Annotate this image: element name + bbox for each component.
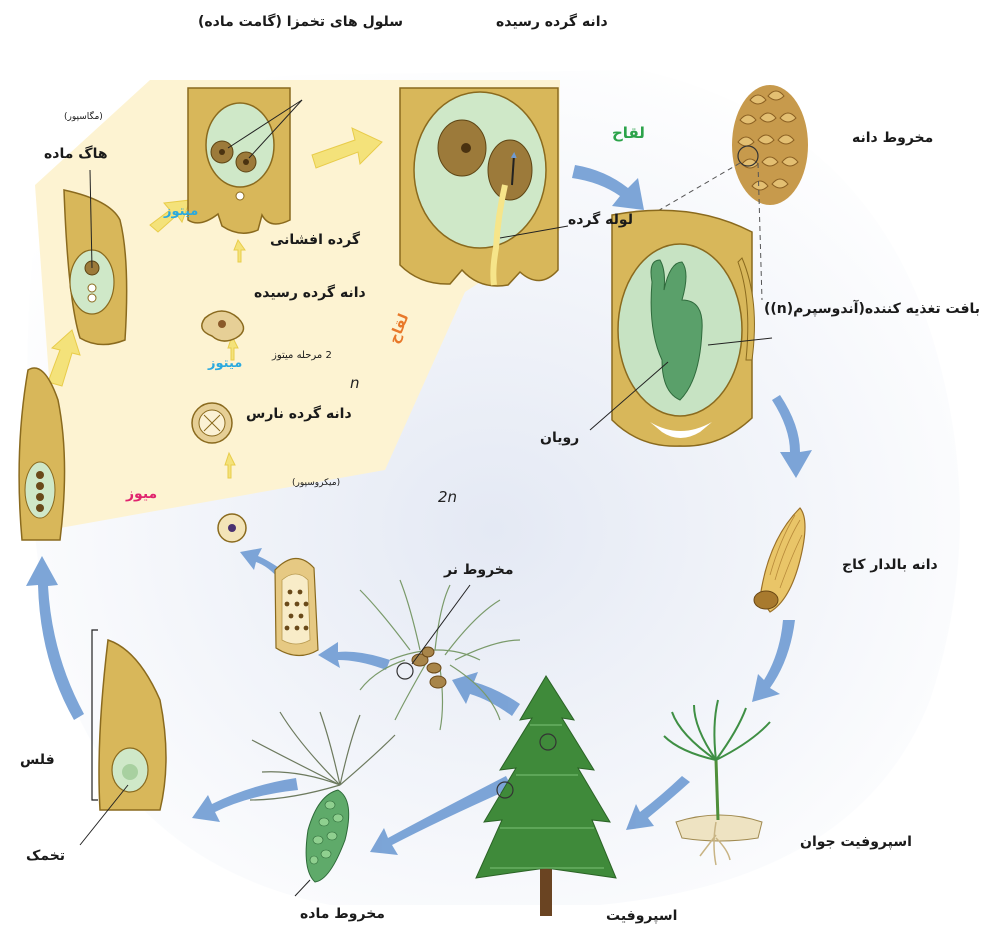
label-pollination: گرده افشانی [270,232,360,248]
label-ovule: تخمک [26,848,65,864]
label-mature-pollen: دانه گرده رسیده [254,285,366,301]
label-endosperm: بافت تغذیه کننده(آندوسپرم(n)) [764,301,980,317]
label-male-cone: مخروط نر [444,562,514,578]
label-mitosis-2: میتوز [208,356,242,371]
label-female-cone: مخروط ماده [300,906,385,922]
label-pollen-tube: لوله گرده [568,212,633,228]
fertilized-ovule [400,88,568,286]
label-gametes: سلول های تخمزا (گامت ماده) [198,14,403,30]
label-megaspore: (مگاسپور) [64,112,103,122]
label-sporophyte: اسپروفیت [606,908,677,924]
label-microspore: (میکروسپور) [292,478,340,488]
label-seed-cone: مخروط دانه [852,130,933,146]
label-scale: فلس [20,752,55,768]
label-meiosis: میوز [126,486,157,502]
seed-embryo [590,210,772,446]
label-diploid: 2n [438,488,457,506]
label-immature-pollen: دانه گرده نارس [246,406,352,422]
label-mature-pollen-top: دانه گرده رسیده [496,14,608,30]
gamete-ovule [188,88,302,233]
immature-pollen-cell [192,403,232,443]
label-female-gametophyte: هاگ ماده [44,146,108,162]
label-embryo: رویان [540,430,579,446]
pollen-sac [275,558,318,655]
label-young-sporophyte: اسپروفیت جوان [800,834,912,850]
label-fertilization-1: لقاح [612,124,645,142]
label-haploid: n [350,374,360,392]
microspore-cell [218,514,246,542]
label-winged-seed: دانه بالدار کاج [842,557,938,573]
label-mitosis-1: میتوز [164,204,198,219]
label-two-step-mitosis: 2 مرحله میتوز [272,350,332,361]
